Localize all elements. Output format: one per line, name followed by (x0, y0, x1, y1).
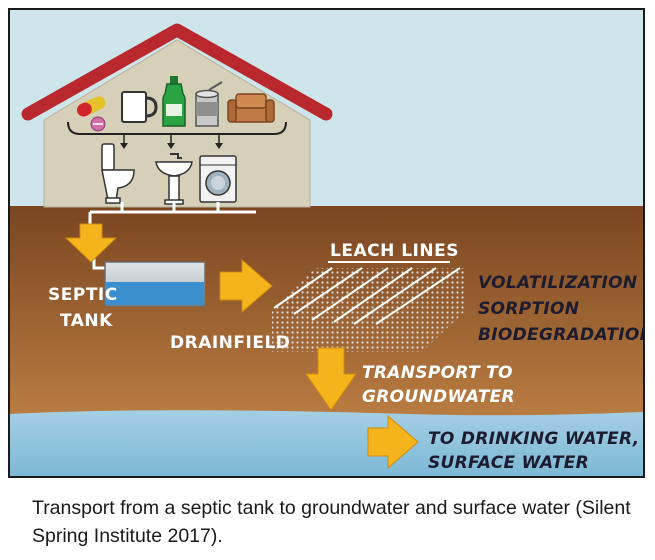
drainfield-label: DRAINFIELD (170, 333, 290, 353)
septic-label-line2: TANK (60, 311, 113, 331)
arrow-to-surface-water (367, 414, 419, 470)
drinking-label-line2: SURFACE WATER (428, 453, 589, 473)
pills-icon (77, 96, 106, 132)
transport-label-line1: TRANSPORT TO (362, 363, 513, 383)
mug-icon (121, 91, 158, 123)
can-icon (195, 81, 223, 127)
roof (21, 23, 333, 121)
house (21, 23, 333, 208)
toilet-icon (101, 143, 135, 204)
bottle-icon (162, 76, 186, 127)
arrow-to-drainfield (219, 258, 273, 314)
groundwater-layer (10, 410, 643, 476)
septic-diagram: SEPTIC TANK LEACH LINES DRAINFIELD VOLAT… (10, 10, 643, 476)
figure-caption: Transport from a septic tank to groundwa… (32, 497, 631, 547)
diagram-frame: SEPTIC TANK LEACH LINES DRAINFIELD VOLAT… (8, 8, 645, 478)
transport-label-line2: GROUNDWATER (362, 387, 515, 407)
septic-label-line1: SEPTIC (48, 285, 118, 305)
process-sorption: SORPTION (478, 299, 579, 319)
sofa-icon (227, 93, 275, 123)
collection-bracket (67, 121, 287, 135)
down-arrows (120, 134, 223, 149)
process-volatilization: VOLATILIZATION (478, 273, 637, 293)
drainfield (272, 261, 466, 352)
leach-lines-label: LEACH LINES (330, 241, 459, 261)
process-biodegradation: BIODEGRADATION (478, 325, 643, 345)
arrow-to-tank (64, 223, 118, 263)
washing-machine-icon (199, 155, 237, 203)
arrow-to-groundwater (305, 347, 357, 411)
drinking-label-line1: TO DRINKING WATER, (428, 429, 639, 449)
septic-tank (104, 261, 206, 307)
